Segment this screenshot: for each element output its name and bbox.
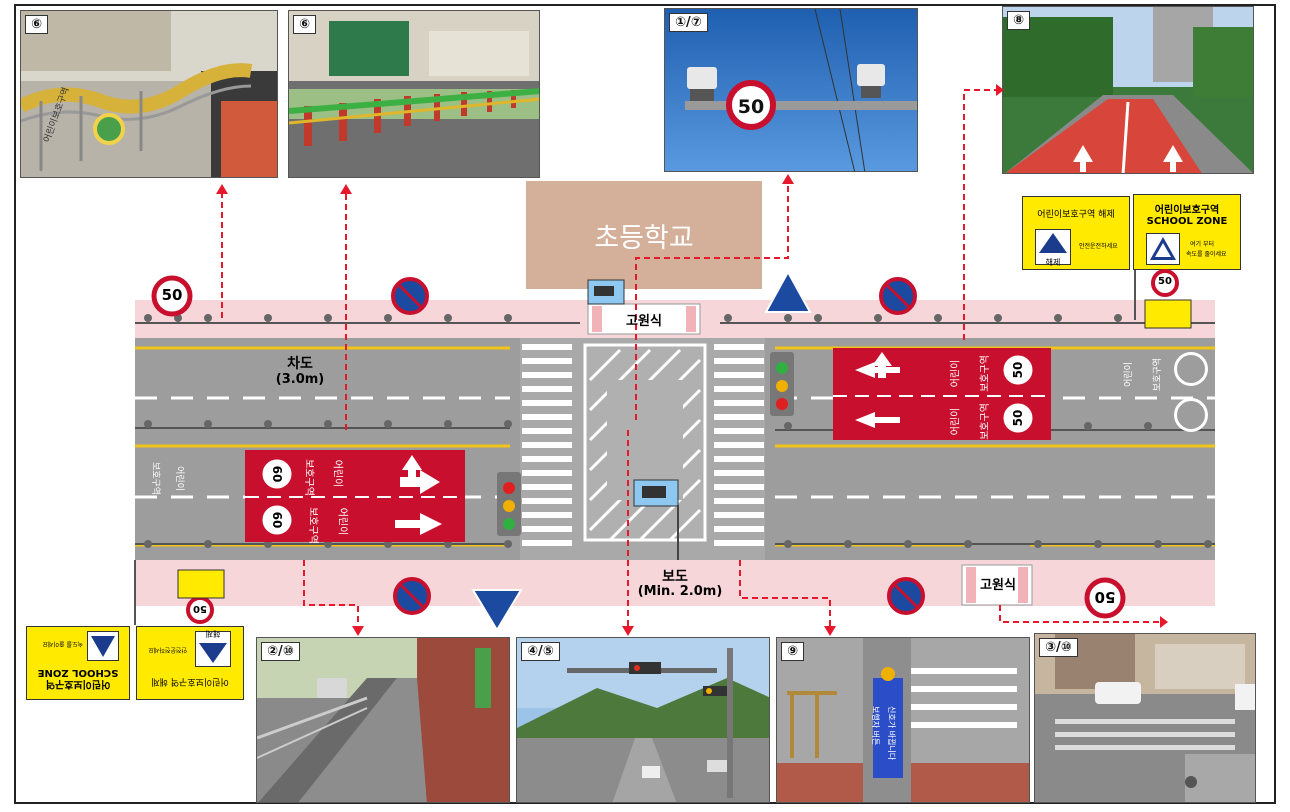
lane-speed: 50	[1011, 409, 1025, 427]
lane-text: 어린이	[336, 507, 348, 536]
crosswalk-right	[714, 344, 764, 546]
lane-speed: 60	[270, 465, 284, 483]
lane-speed: 60	[270, 511, 284, 529]
speed-sign	[151, 275, 193, 317]
zone-start-en: SCHOOL ZONE	[1146, 216, 1228, 227]
connector-lines	[221, 89, 1160, 628]
signal-scene	[517, 638, 769, 802]
zone-plate	[177, 569, 225, 599]
photo-badge: ⑥	[293, 15, 317, 34]
school-label: 초등학교	[594, 223, 694, 254]
speed-marking	[1174, 398, 1208, 432]
lane-speed: 50	[1011, 361, 1025, 379]
school-building	[526, 181, 762, 289]
photo-red-lane: ⑧	[1002, 6, 1254, 174]
zone-release-sign-inverted: 어린이보호구역 해제 해제 안전운전하세요	[136, 626, 244, 700]
lane-text: 어린이	[950, 407, 962, 436]
sidewalk-label: 보도	[662, 569, 688, 585]
speed-sign	[1084, 577, 1126, 619]
photo-badge: ⑧	[1007, 11, 1031, 30]
camera-speed-sign: 50	[738, 96, 764, 118]
road-edge-text: 어린이	[173, 466, 184, 491]
ped-button-text: 보행자 버튼	[871, 706, 880, 746]
zone-release-sign: 어린이보호구역 해제 해제 안전운전하세요	[1022, 196, 1130, 270]
zone-start-sub1: 여기 부터	[1190, 241, 1214, 248]
photo-sidewalk: ②/⑩	[256, 637, 510, 803]
speed-marking	[1174, 352, 1208, 386]
speed-sign-small	[1151, 269, 1179, 297]
photo-fence-2: ⑥	[288, 10, 540, 178]
zone-start-title: 어린이보호구역	[1154, 205, 1220, 216]
red-lane-scene	[1003, 7, 1253, 173]
release-icon: 해제	[1035, 229, 1071, 267]
no-parking-sign-icon	[887, 577, 925, 615]
roadway-label: 차도	[287, 356, 313, 372]
roadway-width: (3.0m)	[275, 372, 325, 387]
speed-sign-label: 50	[161, 286, 183, 304]
no-parking-sign-icon	[393, 577, 431, 615]
road-edge-text: 보호구역	[1153, 357, 1164, 392]
sidewalk-width: (Min. 2.0m)	[637, 584, 723, 599]
zone-start-sign: 어린이보호구역 SCHOOL ZONE 여기 부터 속도를 줄이세요	[1133, 194, 1241, 270]
crossing-scene	[1035, 634, 1255, 802]
ped-button-text: 신호가 바뀝니다	[887, 706, 896, 761]
lane-text: 어린이	[950, 359, 962, 388]
no-parking-sign-icon	[391, 277, 429, 315]
crosswalk-left	[522, 344, 572, 546]
photo-badge: ⑥	[25, 15, 49, 34]
school-zone-icon	[1146, 233, 1180, 265]
zone-start-sign-inverted: 어린이보호구역 SCHOOL ZONE 속도를 줄이세요	[26, 626, 130, 700]
lower-sidewalk	[135, 560, 1215, 606]
sidewalk-scene	[257, 638, 509, 802]
lane-text: 보호구역	[302, 459, 314, 496]
road-edge-text: 어린이	[1123, 362, 1134, 387]
road-edge-text: 보호구역	[150, 461, 161, 496]
no-parking-sign-icon	[879, 277, 917, 315]
zone-release-title: 어린이보호구역 해제	[1037, 210, 1115, 220]
speed-sign-label-small: 50	[1158, 276, 1172, 287]
photo-badge: ①/⑦	[669, 13, 708, 32]
lane-text: 어린이	[331, 459, 343, 488]
fence-scene: 어린이보호구역	[21, 11, 277, 177]
zone-start-sub2: 속도를 줄이세요	[1186, 251, 1227, 258]
photo-ped-button: ⑨ 보행자 버튼 신호가 바뀝니다	[776, 637, 1030, 803]
photo-fence-1: ⑥ 어린이보호구역	[20, 10, 278, 178]
button-scene	[777, 638, 1029, 802]
raised-crossing-label-bottom: 고원식	[980, 578, 1016, 593]
camera-scene: 50	[665, 9, 917, 171]
crosswalk-sign-icon	[764, 269, 812, 313]
photo-badge: ②/⑩	[261, 642, 300, 661]
photo-raised-crossing: ③/⑩	[1034, 633, 1256, 803]
photo-badge: ⑨	[781, 642, 805, 661]
speed-sign-label-small: 50	[193, 603, 207, 614]
yield-sign-icon	[471, 589, 523, 632]
photo-traffic-signal: ④/⑤	[516, 637, 770, 803]
photo-badge: ④/⑤	[521, 642, 560, 661]
speed-sign-label: 50	[1094, 588, 1116, 606]
zone-plate	[1144, 299, 1192, 329]
lane-text: 보호구역	[306, 507, 318, 544]
raised-crossing-label-top: 고원식	[626, 314, 662, 329]
release-subtext: 안전운전하세요	[1079, 243, 1118, 250]
photo-badge: ③/⑩	[1039, 638, 1078, 657]
lane-text: 보호구역	[979, 403, 991, 440]
lane-text: 보호구역	[979, 355, 991, 392]
bollard-scene	[289, 11, 539, 177]
photo-speed-camera: ①/⑦ 50	[664, 8, 918, 172]
